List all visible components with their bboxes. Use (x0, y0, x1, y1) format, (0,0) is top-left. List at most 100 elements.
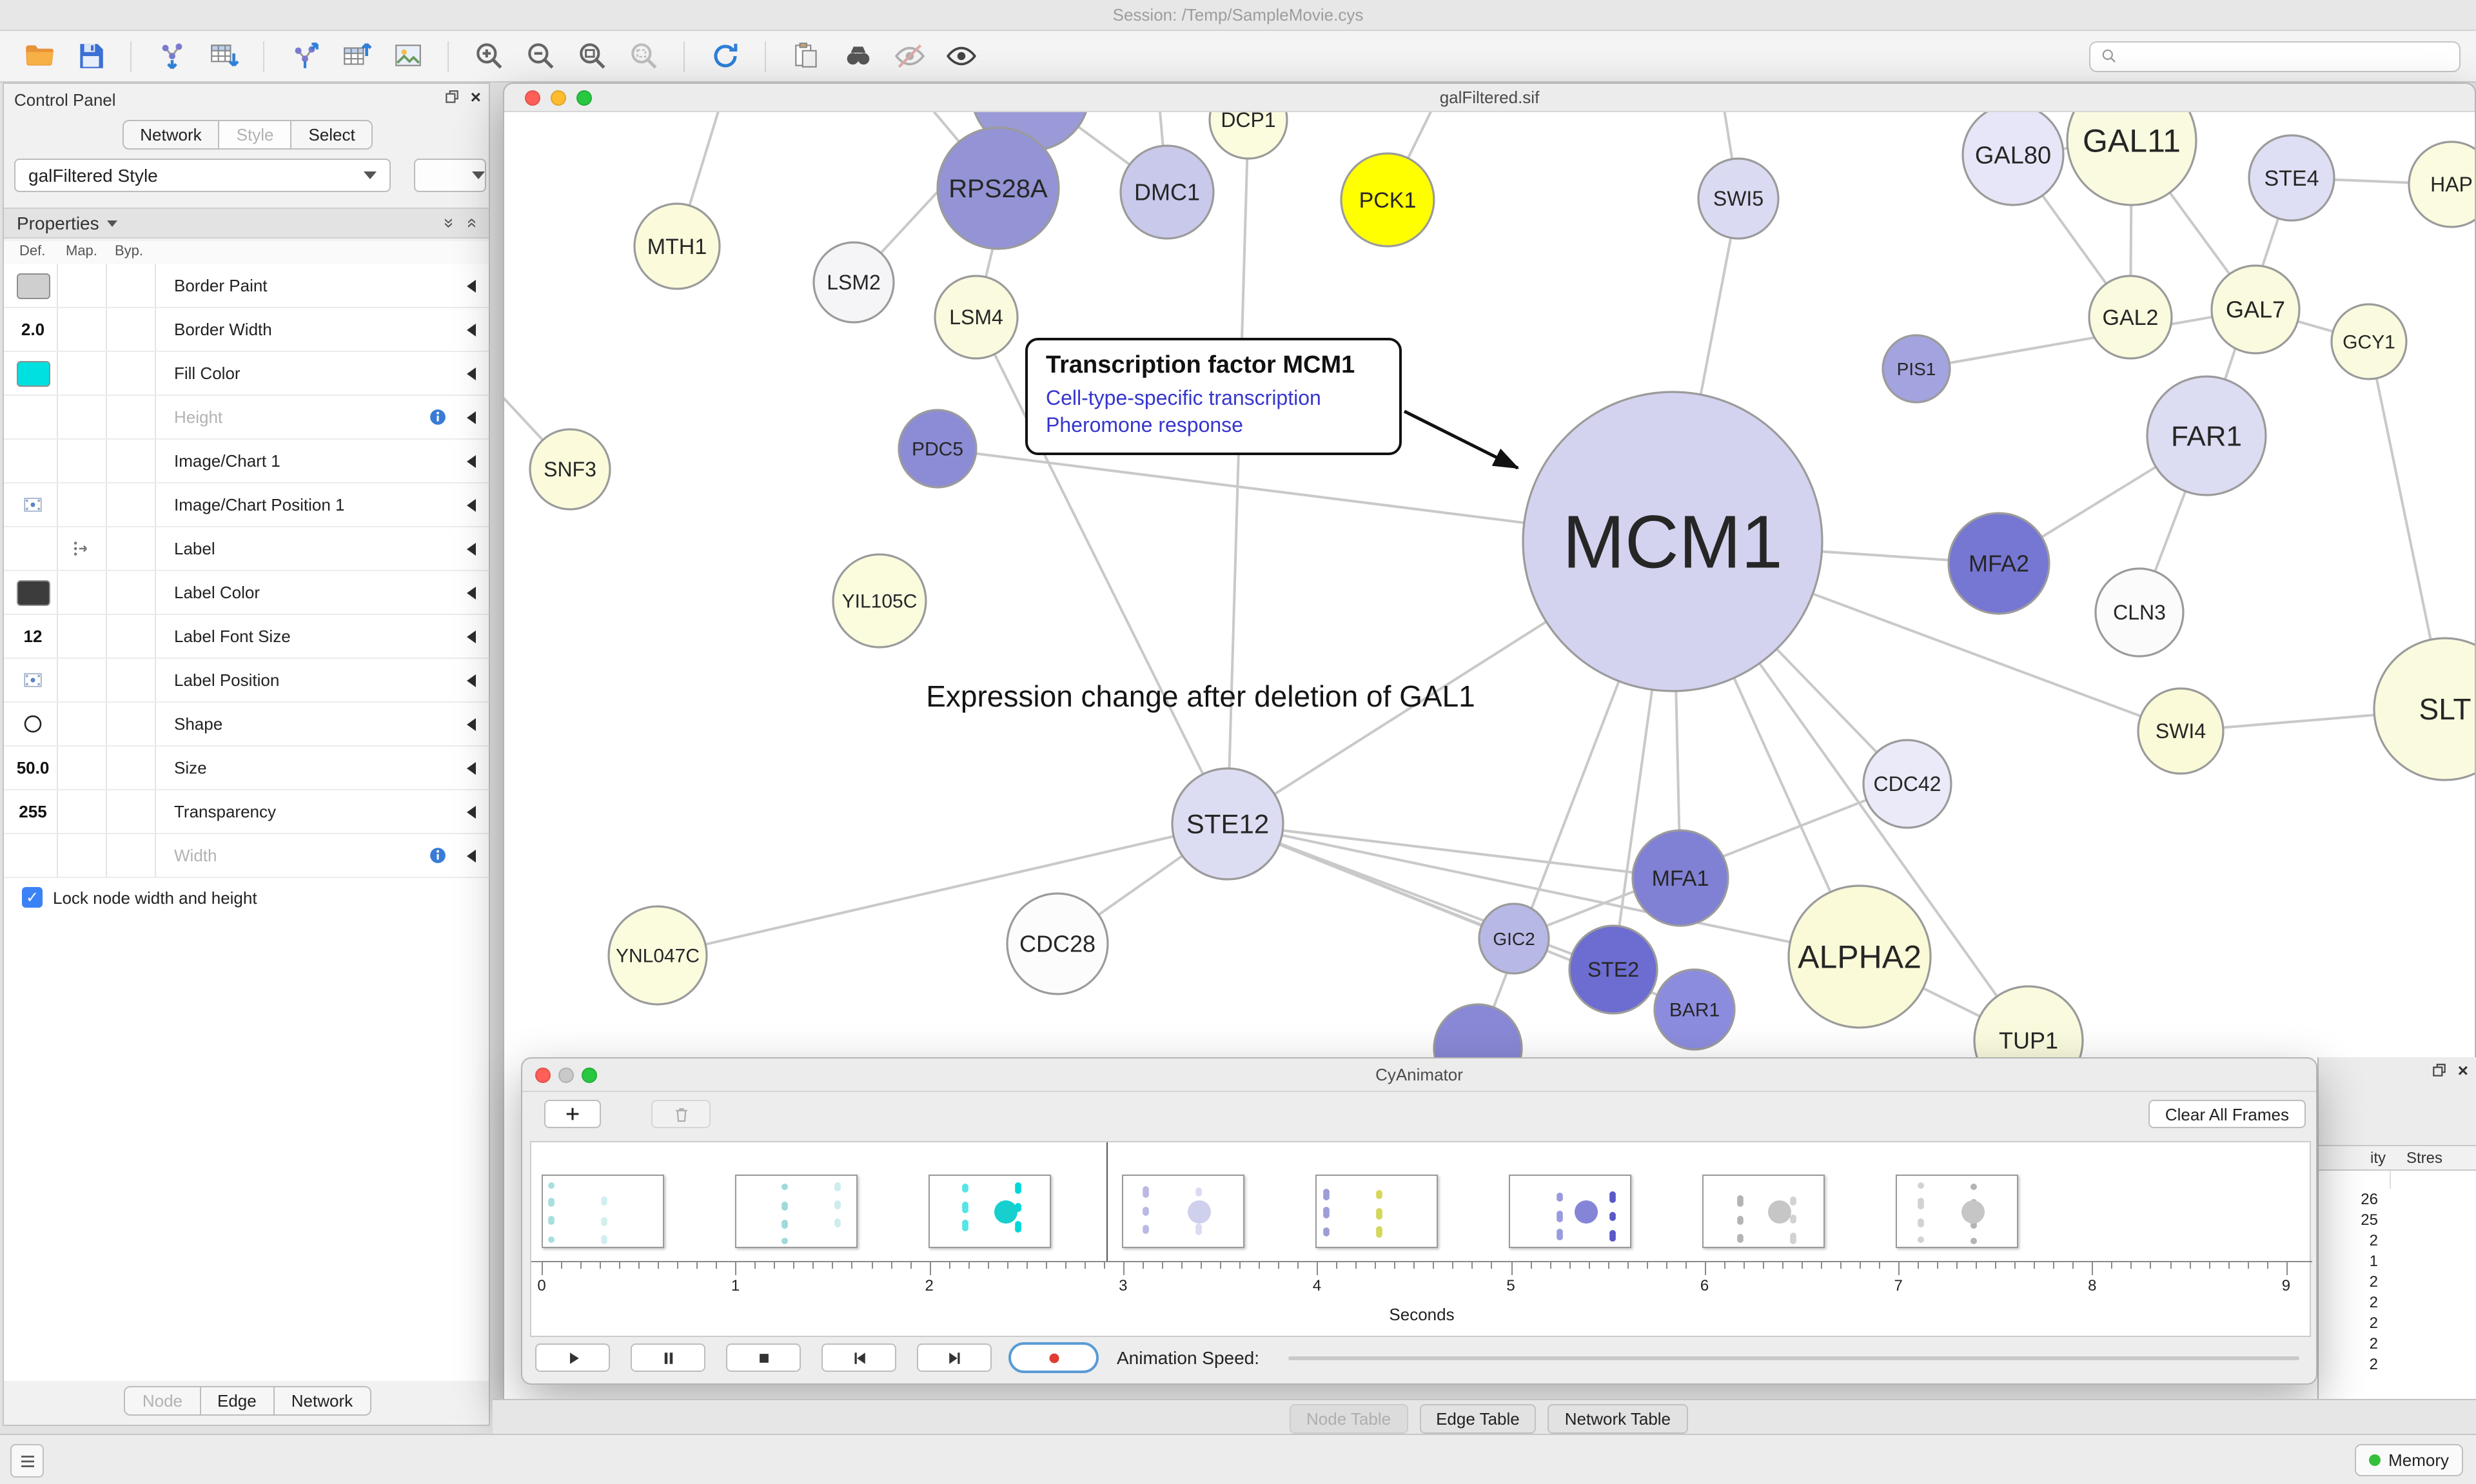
network-node-MFA2[interactable]: MFA2 (1949, 513, 2049, 614)
slider-track[interactable] (1288, 1356, 2299, 1360)
property-byp-cell[interactable] (107, 571, 156, 614)
property-row-image-chart-1[interactable]: Image/Chart 1 (4, 440, 490, 483)
property-byp-cell[interactable] (107, 527, 156, 570)
network-node-MFA1[interactable]: MFA1 (1633, 830, 1728, 926)
network-node-SWI4[interactable]: SWI4 (2138, 688, 2223, 774)
property-map-cell[interactable] (58, 747, 107, 789)
tab-style[interactable]: Style (220, 121, 292, 148)
frame-thumbnail-4[interactable] (1122, 1175, 1244, 1248)
property-byp-cell[interactable] (107, 834, 156, 877)
open-session-button[interactable] (15, 37, 62, 75)
network-node-RPS28A[interactable]: RPS28A (938, 128, 1059, 249)
frame-thumbnail-3[interactable] (928, 1175, 1051, 1248)
info-icon[interactable] (428, 846, 447, 865)
property-byp-cell[interactable] (107, 440, 156, 482)
minimize-traffic-light[interactable] (558, 1067, 574, 1082)
properties-header[interactable]: Properties » « (4, 208, 490, 239)
property-row-transparency[interactable]: 255Transparency (4, 790, 490, 834)
property-def-cell[interactable] (9, 659, 58, 701)
property-byp-cell[interactable] (107, 352, 156, 395)
tab-network[interactable]: Network (123, 121, 219, 148)
show-all-button[interactable] (938, 37, 984, 75)
network-node-GCY1[interactable]: GCY1 (2332, 304, 2406, 379)
export-table-button[interactable] (333, 37, 379, 75)
expand-arrow-icon[interactable] (467, 718, 476, 731)
expand-arrow-icon[interactable] (467, 674, 476, 687)
property-def-cell[interactable] (9, 527, 58, 570)
network-node-PCK1[interactable]: PCK1 (1341, 153, 1434, 246)
zoom-in-button[interactable] (466, 37, 512, 75)
network-node-CDC28[interactable]: CDC28 (1007, 893, 1108, 994)
network-node-ALPHA2[interactable]: ALPHA2 (1789, 886, 1931, 1028)
close-traffic-light[interactable] (535, 1067, 551, 1082)
chevrons-up-icon[interactable]: « (463, 218, 484, 228)
zoom-fit-button[interactable] (569, 37, 615, 75)
property-byp-cell[interactable] (107, 396, 156, 438)
property-byp-cell[interactable] (107, 747, 156, 789)
network-node-CLN3[interactable]: CLN3 (2096, 569, 2183, 656)
tab-edge-style[interactable]: Edge (201, 1387, 275, 1414)
frame-thumbnail-5[interactable] (1315, 1175, 1438, 1248)
table-row[interactable]: 2 (2319, 1354, 2476, 1374)
column-header[interactable]: ity (2319, 1149, 2386, 1167)
style-options-button[interactable] (414, 159, 486, 192)
property-byp-cell[interactable] (107, 703, 156, 745)
network-node-SLT[interactable]: SLT (2374, 638, 2475, 780)
panel-toggle-button[interactable] (10, 1444, 44, 1478)
expand-arrow-icon[interactable] (467, 455, 476, 468)
network-node-LSM2[interactable]: LSM2 (814, 242, 894, 322)
property-byp-cell[interactable] (107, 308, 156, 351)
minimize-traffic-light[interactable] (551, 90, 566, 105)
hide-selected-button[interactable] (886, 37, 932, 75)
column-header[interactable]: Stres (2386, 1149, 2442, 1167)
expand-arrow-icon[interactable] (467, 806, 476, 819)
info-icon[interactable] (428, 407, 447, 427)
property-byp-cell[interactable] (107, 790, 156, 833)
play-button[interactable] (535, 1343, 610, 1372)
property-def-cell[interactable] (9, 703, 58, 745)
expand-arrow-icon[interactable] (467, 543, 476, 556)
property-row-label-color[interactable]: Label Color (4, 571, 490, 615)
table-row[interactable]: 2 (2319, 1313, 2476, 1333)
property-row-size[interactable]: 50.0Size (4, 747, 490, 790)
first-neighbors-button[interactable] (834, 37, 881, 75)
property-map-cell[interactable] (58, 790, 107, 833)
animation-timeline[interactable]: 0123456789 Seconds (530, 1141, 2311, 1337)
skip-start-button[interactable] (821, 1343, 896, 1372)
property-map-cell[interactable] (58, 659, 107, 701)
zoom-selected-button[interactable] (620, 37, 667, 75)
property-row-label-font-size[interactable]: 12Label Font Size (4, 615, 490, 659)
import-network-button[interactable] (148, 37, 195, 75)
property-def-cell[interactable] (9, 571, 58, 614)
export-network-button[interactable] (281, 37, 328, 75)
property-byp-cell[interactable] (107, 659, 156, 701)
property-def-cell[interactable]: 2.0 (9, 308, 58, 351)
zoom-traffic-light[interactable] (582, 1067, 597, 1082)
property-def-cell[interactable] (9, 834, 58, 877)
frame-thumbnail-2[interactable] (735, 1175, 858, 1248)
expand-arrow-icon[interactable] (467, 850, 476, 863)
search-input[interactable] (2125, 47, 2449, 65)
property-def-cell[interactable]: 50.0 (9, 747, 58, 789)
table-row[interactable]: 26 (2319, 1189, 2476, 1209)
close-panel-icon[interactable]: × (471, 89, 481, 106)
network-node-MCM1[interactable]: MCM1 (1523, 392, 1822, 691)
property-def-cell[interactable] (9, 440, 58, 482)
zoom-out-button[interactable] (517, 37, 564, 75)
property-map-cell[interactable] (58, 571, 107, 614)
frame-thumbnail-6[interactable] (1509, 1175, 1631, 1248)
table-row[interactable]: 2 (2319, 1271, 2476, 1292)
property-byp-cell[interactable] (107, 264, 156, 307)
tab-network-style[interactable]: Network (275, 1387, 369, 1414)
property-row-image-chart-position-1[interactable]: Image/Chart Position 1 (4, 483, 490, 527)
frame-thumbnail-7[interactable] (1702, 1175, 1825, 1248)
network-node-STE2[interactable]: STE2 (1569, 926, 1657, 1013)
timeline-playhead[interactable] (1106, 1142, 1108, 1261)
property-map-cell[interactable] (58, 264, 107, 307)
chevrons-down-icon[interactable]: » (440, 218, 461, 228)
table-row[interactable]: 2 (2319, 1230, 2476, 1251)
property-map-cell[interactable] (58, 308, 107, 351)
property-def-cell[interactable]: 255 (9, 790, 58, 833)
close-panel-icon[interactable]: × (2458, 1062, 2468, 1079)
annotation-link[interactable]: Pheromone response (1046, 413, 1384, 440)
